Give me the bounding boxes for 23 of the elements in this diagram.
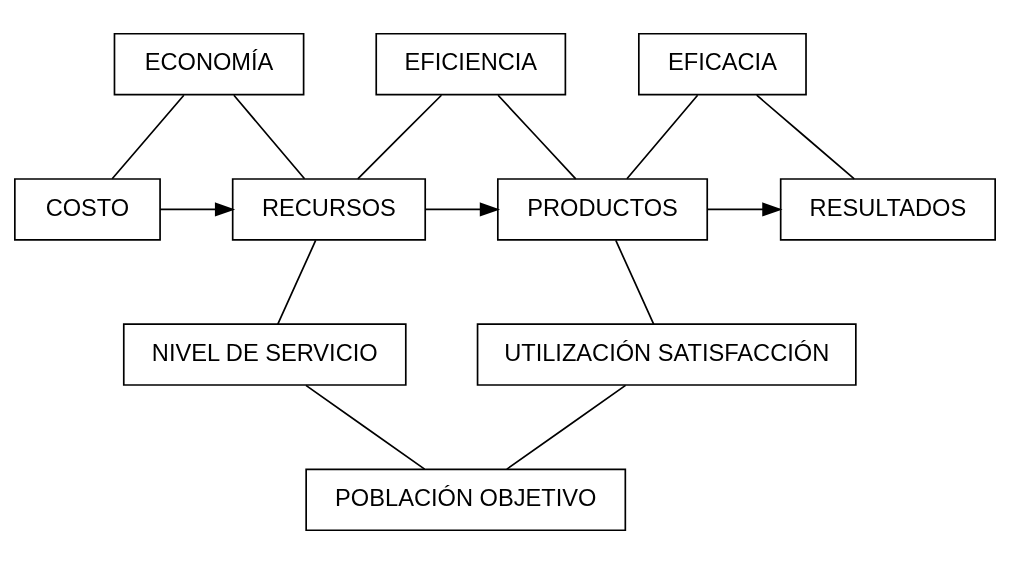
node-box: NIVEL DE SERVICIO <box>122 322 407 386</box>
connector <box>506 384 627 470</box>
arrow <box>424 201 501 216</box>
connector <box>233 93 306 180</box>
connector <box>111 93 185 180</box>
connector <box>497 93 577 180</box>
node-box: RESULTADOS <box>779 177 996 241</box>
node-box: ECONOMÍA <box>113 32 305 95</box>
connector <box>305 384 426 470</box>
node-box: POBLACIÓN OBJETIVO <box>305 468 627 531</box>
node-box: PRODUCTOS <box>496 177 709 241</box>
node-box: RECURSOS <box>231 177 427 241</box>
node-box: EFICACIA <box>638 32 807 95</box>
connector <box>614 239 655 325</box>
arrow <box>706 201 783 216</box>
connector <box>357 93 443 180</box>
arrow <box>159 201 236 216</box>
connector <box>755 93 856 180</box>
connector <box>277 239 317 325</box>
node-box: EFICIENCIA <box>375 32 567 95</box>
connector <box>626 93 699 180</box>
node-box: UTILIZACIÓN SATISFACCIÓN <box>476 322 857 386</box>
node-box: COSTO <box>14 177 161 241</box>
